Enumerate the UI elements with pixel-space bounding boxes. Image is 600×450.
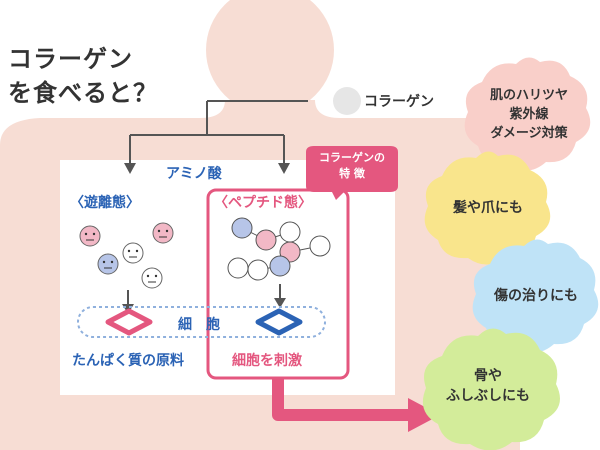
effect-arrow bbox=[272, 378, 440, 432]
feature-badge-line-1: コラーゲンの bbox=[319, 151, 385, 164]
peptide-chain-icon bbox=[227, 255, 291, 281]
arrow-head-free bbox=[124, 163, 136, 174]
amino-acid-label: アミノ酸 bbox=[166, 166, 222, 182]
peptide-chains bbox=[227, 217, 331, 281]
free-amino-face-icon bbox=[97, 253, 119, 275]
free-state-label: 〈遊離態〉 bbox=[70, 195, 140, 211]
page-title: コラーゲン を食べると？ bbox=[8, 42, 158, 110]
free-amino-face-icon bbox=[152, 222, 174, 244]
title-line-2: を食べると？ bbox=[8, 79, 158, 107]
benefit-blob-2 bbox=[424, 151, 551, 265]
benefit-blob-3 bbox=[472, 239, 599, 353]
cell-label: 細 胞 bbox=[178, 317, 220, 333]
benefit-blob-4 bbox=[423, 328, 560, 450]
benefit-skin-line-2: 紫外線 bbox=[509, 107, 549, 122]
benefit-blob-1 bbox=[464, 57, 591, 171]
collagen-label: コラーゲン bbox=[364, 94, 434, 110]
benefit-bone-line-1: 骨や bbox=[474, 368, 502, 384]
cell-membrane-band bbox=[77, 306, 326, 338]
feature-badge-text: コラーゲンの 特 徴 bbox=[306, 150, 398, 182]
protein-source-label: たんぱく質の原料 bbox=[72, 353, 184, 369]
benefit-skin-text: 肌のハリツヤ 紫外線 ダメージ対策 bbox=[470, 86, 588, 143]
cell-receptor-diamond-icon bbox=[255, 308, 303, 336]
benefit-hair-text: 髪や爪にも bbox=[453, 200, 523, 216]
peptide-state-label: 〈ペプチド態〉 bbox=[214, 195, 312, 211]
free-amino-face-icon bbox=[122, 242, 144, 264]
feature-badge-line-2: 特 徴 bbox=[339, 167, 365, 180]
feature-badge bbox=[306, 146, 398, 200]
cell-receptor-diamond-icon bbox=[105, 308, 153, 336]
collagen-branch-arrows bbox=[129, 100, 308, 165]
free-amino-face-icon bbox=[141, 267, 163, 289]
benefit-skin-line-3: ダメージ対策 bbox=[490, 126, 568, 141]
benefit-bone-text: 骨や ふしぶしにも bbox=[428, 366, 548, 406]
peptide-chain-icon bbox=[231, 217, 301, 251]
cell-stimulation-label: 細胞を刺激 bbox=[232, 353, 302, 369]
arrow-head-peptide bbox=[278, 163, 290, 174]
benefit-skin-line-1: 肌のハリツヤ bbox=[489, 88, 568, 103]
collagen-molecule-icon bbox=[333, 87, 361, 115]
free-amino-face-icon bbox=[79, 225, 101, 247]
benefit-wound-text: 傷の治りにも bbox=[494, 288, 578, 304]
title-line-1: コラーゲン bbox=[8, 45, 133, 73]
free-amino-faces bbox=[79, 222, 174, 289]
benefit-bone-line-2: ふしぶしにも bbox=[446, 388, 530, 404]
